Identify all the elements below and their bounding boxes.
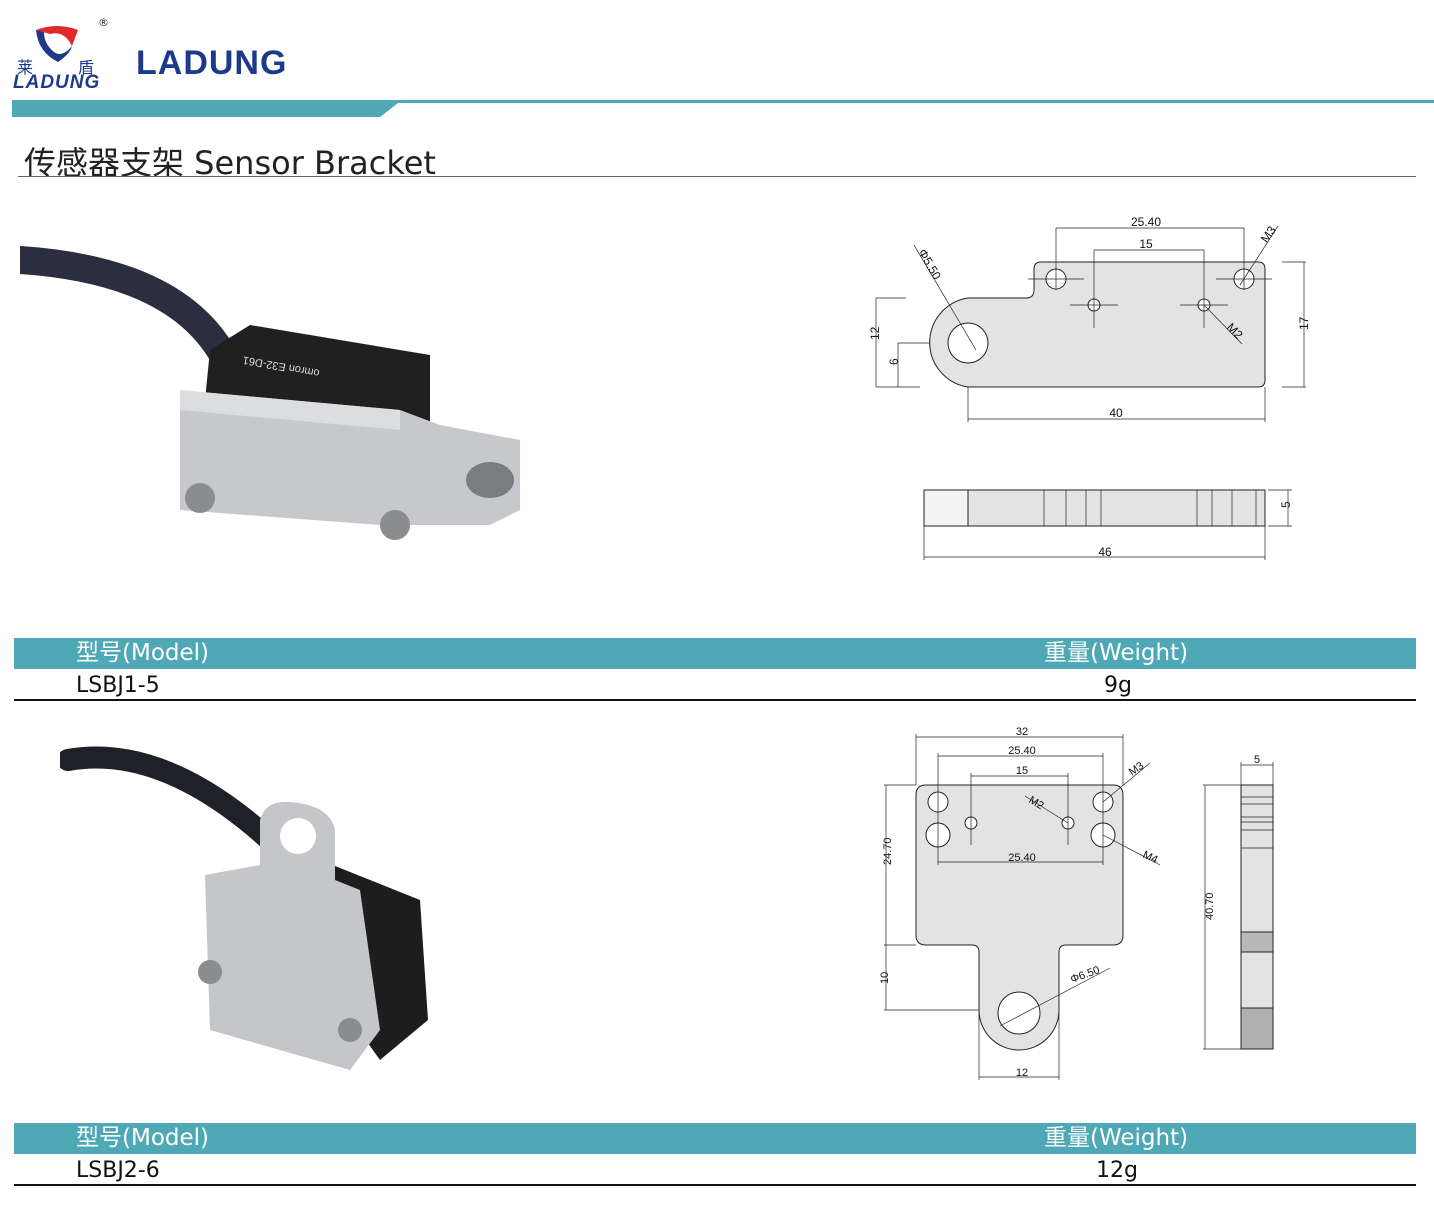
technical-drawing-lsbj2-6: 32 25.40 15 M3 M2 M4 25.40 24.70 10 Φ6.5… [879,726,1274,1080]
logo-text: LADUNG [13,72,101,93]
logo-shield-icon [36,26,78,62]
dim-label: 25.40 [1131,215,1161,229]
model-value: LSBJ2-6 [76,1158,160,1183]
dim-label: 24.70 [882,837,894,865]
logo-cn-left: 莱 [17,58,34,77]
brand-name: LADUNG [136,44,288,82]
model-header: 型号(Model) [76,1125,210,1151]
dim-label: 5 [1279,501,1293,508]
product-photo-lsbj1-5: omron E32-D61 [20,246,520,540]
dim-label: Φ5.50 [915,247,944,283]
dim-label: M4 [1141,849,1160,866]
dim-label: 6 [887,358,901,365]
spec-table-row: LSBJ1-5 9g [14,670,1416,701]
dim-label: 40.70 [1204,892,1216,920]
dim-label: 25.40 [1008,745,1036,757]
page-title: 传感器支架 Sensor Bracket [24,144,436,182]
technical-drawing-lsbj1-5: 25.40 15 M3 Φ5.50 M2 12 6 17 40 46 5 [868,215,1311,560]
dim-label: 10 [879,972,891,984]
logo-cn-right: 盾 [78,58,95,77]
weight-value: 9g [1104,673,1132,698]
product-photo-lsbj2-6 [60,746,428,1070]
dim-label: M3 [1127,760,1146,779]
model-header: 型号(Model) [76,640,210,666]
dim-label: M3 [1258,223,1279,245]
dim-label: 40 [1109,406,1123,420]
dim-label: 15 [1139,237,1153,251]
dim-label: 5 [1254,754,1260,766]
weight-value: 12g [1096,1158,1138,1183]
dim-label: 15 [1016,765,1028,777]
dim-label: Φ6.50 [1069,964,1101,986]
dim-label: 32 [1016,726,1028,738]
dim-label: 46 [1098,545,1112,559]
model-value: LSBJ1-5 [76,673,160,698]
spec-table-row: LSBJ2-6 12g [14,1155,1416,1186]
spec-table-header: 型号(Model) 重量(Weight) [14,1123,1416,1154]
spec-table-header: 型号(Model) 重量(Weight) [14,638,1416,669]
weight-header: 重量(Weight) [1044,1125,1189,1151]
logo: 莱 盾 LADUNG ® [12,14,122,96]
header-divider [12,100,1434,117]
dim-label: 25.40 [1008,852,1036,864]
dim-label: 17 [1297,316,1311,330]
dim-label: 12 [1016,1067,1028,1079]
dim-label: 12 [868,326,882,340]
registered-mark: ® [98,16,109,29]
weight-header: 重量(Weight) [1044,640,1189,666]
title-underline [18,176,1416,177]
